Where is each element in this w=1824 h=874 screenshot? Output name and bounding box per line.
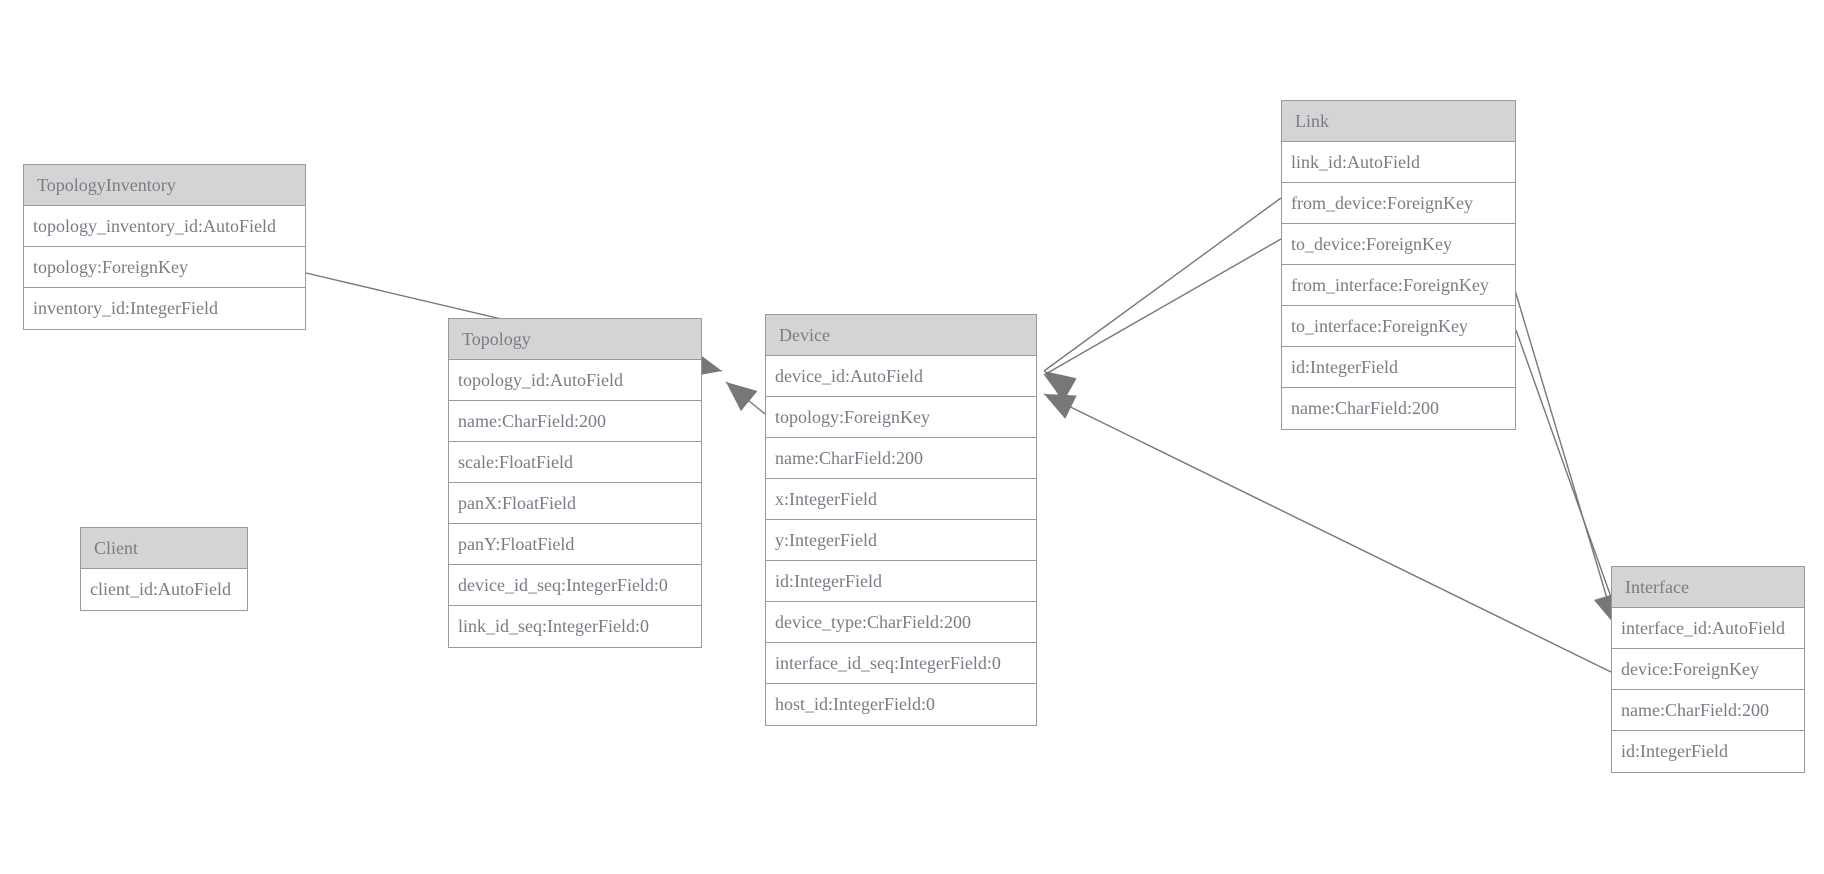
entity-field: device:ForeignKey: [1612, 649, 1804, 690]
relationship-line: [1043, 393, 1612, 673]
entity-field: topology_id:AutoField: [449, 360, 701, 401]
entity-field: device_id:AutoField: [766, 356, 1036, 397]
entity-field: name:CharField:200: [766, 438, 1036, 479]
entity-field: device_id_seq:IntegerField:0: [449, 565, 701, 606]
entity-field: x:IntegerField: [766, 479, 1036, 520]
entity-field: name:CharField:200: [1612, 690, 1804, 731]
relationship-link-from_device: [1043, 197, 1282, 400]
entity-field: id:IntegerField: [766, 561, 1036, 602]
relationship-arrowhead: [1044, 371, 1076, 400]
entity-field: from_device:ForeignKey: [1282, 183, 1515, 224]
entity-field: client_id:AutoField: [81, 569, 247, 610]
entity-field: to_device:ForeignKey: [1282, 224, 1515, 265]
entity-title-topology_inventory: TopologyInventory: [24, 165, 305, 206]
entity-title-topology: Topology: [449, 319, 701, 360]
entity-field: name:CharField:200: [449, 401, 701, 442]
relationship-arrowhead: [1044, 375, 1077, 402]
entity-field: panY:FloatField: [449, 524, 701, 565]
entity-field: scale:FloatField: [449, 442, 701, 483]
entity-field: id:IntegerField: [1612, 731, 1804, 772]
entity-title-interface: Interface: [1612, 567, 1804, 608]
entity-title-client: Client: [81, 528, 247, 569]
relationship-arrowhead: [726, 382, 758, 412]
relationship-line: [1043, 238, 1282, 376]
relationship-line: [1043, 197, 1282, 372]
entity-field: from_interface:ForeignKey: [1282, 265, 1515, 306]
entity-field: device_type:CharField:200: [766, 602, 1036, 643]
entity-field: host_id:IntegerField:0: [766, 684, 1036, 725]
entity-field: inventory_id:IntegerField: [24, 288, 305, 329]
relationship-device-topology: [725, 381, 766, 415]
entity-field: panX:FloatField: [449, 483, 701, 524]
relationship-line: [1515, 329, 1623, 629]
relationship-link-to_device: [1043, 238, 1282, 402]
entity-field: y:IntegerField: [766, 520, 1036, 561]
entity-field: link_id_seq:IntegerField:0: [449, 606, 701, 647]
relationship-line: [1513, 286, 1616, 626]
entity-title-link: Link: [1282, 101, 1515, 142]
entity-field: topology:ForeignKey: [766, 397, 1036, 438]
relationship-arrowhead: [1044, 394, 1077, 419]
relationship-line: [725, 381, 766, 415]
entity-field: topology_inventory_id:AutoField: [24, 206, 305, 247]
entity-field: link_id:AutoField: [1282, 142, 1515, 183]
entity-field: interface_id_seq:IntegerField:0: [766, 643, 1036, 684]
entity-field: interface_id:AutoField: [1612, 608, 1804, 649]
entity-field: id:IntegerField: [1282, 347, 1515, 388]
entity-title-device: Device: [766, 315, 1036, 356]
entity-field: to_interface:ForeignKey: [1282, 306, 1515, 347]
entity-field: topology:ForeignKey: [24, 247, 305, 288]
entity-field: name:CharField:200: [1282, 388, 1515, 429]
